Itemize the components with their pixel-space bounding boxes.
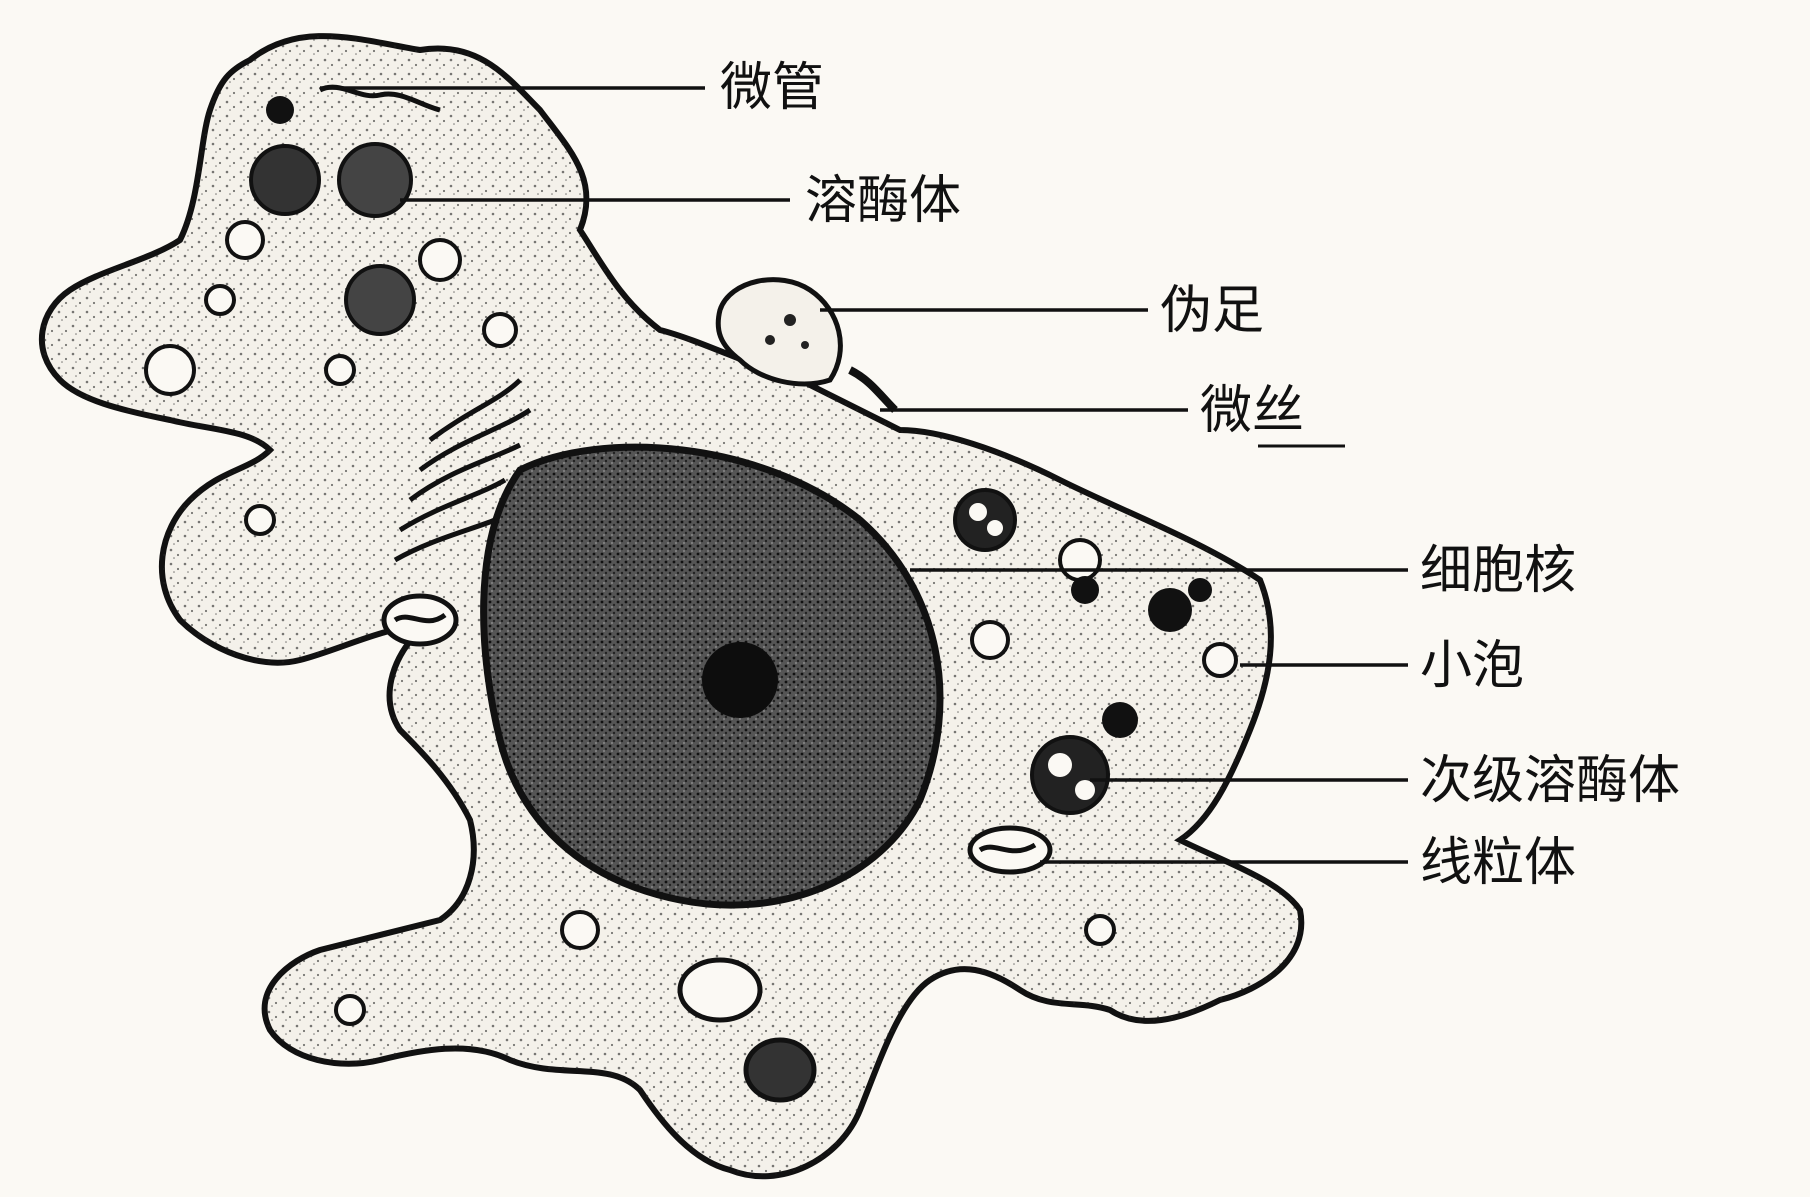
label-secondary-lysosome: 次级溶酶体 [1420, 755, 1680, 807]
label-vesicle: 小泡 [1420, 640, 1524, 692]
label-pseudopod: 伪足 [1160, 285, 1264, 337]
label-microtubule: 微管 [720, 62, 824, 114]
label-lysosome: 溶酶体 [805, 175, 961, 227]
label-mitochondrion: 线粒体 [1420, 837, 1576, 889]
label-nucleus: 细胞核 [1420, 545, 1576, 597]
microfilament-shape [850, 370, 895, 410]
nucleolus [702, 642, 778, 718]
label-microfilament: 微丝 [1200, 385, 1304, 437]
